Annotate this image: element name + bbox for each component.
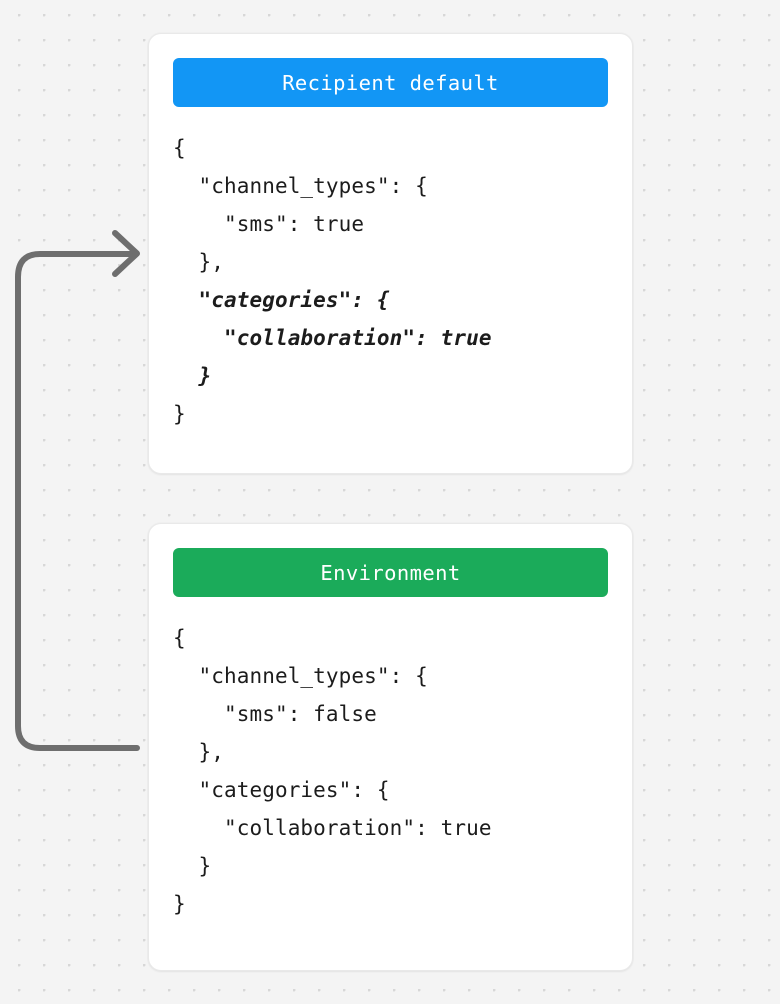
json-line: "channel_types": { — [173, 664, 428, 688]
json-line: } — [173, 364, 212, 388]
json-body-environment: { "channel_types": { "sms": false }, "ca… — [173, 619, 608, 923]
json-line: } — [173, 402, 186, 426]
json-line: "channel_types": { — [173, 174, 428, 198]
card-header-label: Recipient default — [282, 70, 499, 95]
arrow-path — [15, 251, 140, 751]
json-line: { — [173, 136, 186, 160]
json-line: "collaboration": true — [173, 326, 492, 350]
arrow-head-icon — [112, 230, 140, 277]
json-line: "categories": { — [173, 778, 390, 802]
json-line: { — [173, 626, 186, 650]
json-line: } — [173, 892, 186, 916]
card-header-recipient-default: Recipient default — [173, 58, 608, 107]
json-line: }, — [173, 250, 224, 274]
json-line: "sms": false — [173, 702, 377, 726]
card-recipient-default[interactable]: Recipient default { "channel_types": { "… — [148, 33, 633, 474]
json-line: "collaboration": true — [173, 816, 492, 840]
json-line: "categories": { — [173, 288, 390, 312]
json-body-recipient-default: { "channel_types": { "sms": true }, "cat… — [173, 129, 608, 433]
json-line: } — [173, 854, 212, 878]
json-line: }, — [173, 740, 224, 764]
card-header-label: Environment — [320, 560, 461, 585]
card-environment[interactable]: Environment { "channel_types": { "sms": … — [148, 523, 633, 971]
card-header-environment: Environment — [173, 548, 608, 597]
json-line: "sms": true — [173, 212, 365, 236]
